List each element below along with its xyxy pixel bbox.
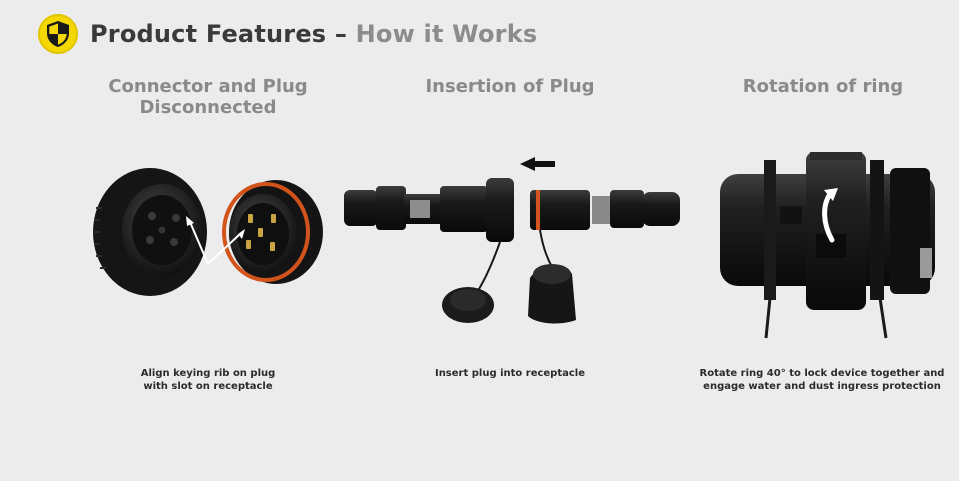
- panel-1-caption: Align keying rib on plug with slot on re…: [118, 367, 298, 393]
- panel-3-heading: Rotation of ring: [718, 76, 928, 97]
- panel-3-heading-line1: Rotation of ring: [742, 76, 904, 97]
- panel-1-heading: Connector and Plug Disconnected: [88, 76, 328, 118]
- panel-1-caption-line2: with slot on receptacle: [143, 381, 273, 392]
- panel-2-caption: Insert plug into receptacle: [410, 367, 610, 380]
- panel-2-heading-line1: Insertion of Plug: [425, 76, 595, 97]
- panel-1-heading-line1: Connector and Plug: [108, 76, 308, 97]
- arrow-left-icon: [520, 157, 555, 171]
- shield-icon: [38, 14, 78, 54]
- page-title: Product Features – How it Works: [90, 20, 537, 48]
- plug-insertion-image: [344, 157, 680, 324]
- panel-3-caption: Rotate ring 40° to lock device together …: [697, 367, 947, 393]
- title-subtitle: How it Works: [355, 20, 538, 48]
- panel-1-heading-line2: Disconnected: [139, 97, 277, 118]
- rotate-arrow-icon: [822, 191, 835, 243]
- ring-rotation-image: [720, 152, 935, 339]
- panel-3-caption-line1: Rotate ring 40° to lock device together …: [699, 368, 945, 379]
- panel-2-heading: Insertion of Plug: [400, 76, 620, 97]
- page-header: Product Features – How it Works: [38, 14, 537, 54]
- panel-2-caption-line1: Insert plug into receptacle: [434, 368, 586, 379]
- title-separator: –: [334, 20, 348, 48]
- panel-3-caption-line2: engage water and dust ingress protection: [703, 381, 941, 392]
- connector-disconnected-image: [93, 168, 323, 296]
- title-main: Product Features: [90, 20, 327, 48]
- panel-1-caption-line1: Align keying rib on plug: [140, 368, 276, 379]
